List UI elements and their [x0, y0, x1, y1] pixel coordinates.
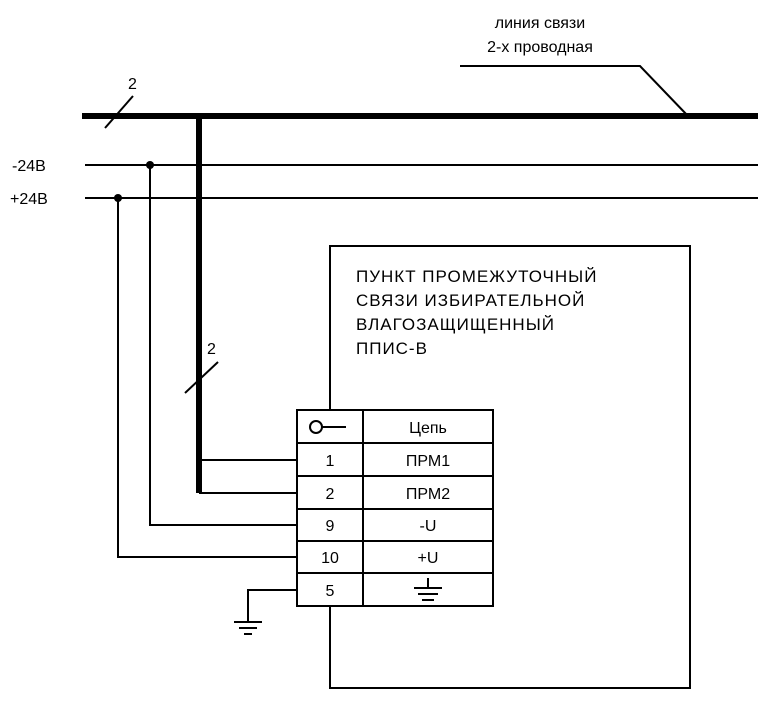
terminal-circuit: ПРМ2 [406, 486, 450, 503]
rail-minus-label: -24В [12, 158, 46, 175]
wire-ground [247, 589, 297, 622]
terminal-pin: 10 [321, 550, 339, 567]
ground-icon [234, 621, 262, 635]
terminal-circuit: ПРМ1 [406, 453, 450, 470]
terminal-symbol-icon [309, 420, 346, 434]
junction-plus [114, 194, 122, 202]
comm-line-label-2: 2-х проводная [487, 39, 593, 56]
comm-line-label-1: линия связи [495, 15, 585, 32]
bus-wire-count: 2 [128, 76, 137, 93]
terminal-pin: 1 [326, 453, 335, 470]
wire-plus-u [117, 198, 297, 558]
wire-minus-u [149, 165, 297, 526]
comm-line-leader [460, 65, 689, 117]
ground-icon [414, 578, 442, 601]
drop-wire-count: 2 [207, 341, 216, 358]
terminal-pin: 5 [326, 583, 335, 600]
drop-wire-count-tick [184, 361, 219, 394]
terminal-circuit: +U [418, 550, 439, 567]
device-title-3: ВЛАГОЗАЩИЩЕННЫЙ [356, 315, 555, 334]
terminal-table: Цепь 1 ПРМ1 2 ПРМ2 9 -U 10 +U 5 [296, 409, 494, 607]
rail-plus-label: +24В [10, 191, 48, 208]
terminal-header: Цепь [409, 420, 447, 437]
bus-wire-count-tick [104, 95, 134, 129]
device-title-1: ПУНКТ ПРОМЕЖУТОЧНЫЙ [356, 267, 597, 286]
device-title-2: СВЯЗИ ИЗБИРАТЕЛЬНОЙ [356, 291, 585, 310]
device-title-4: ППИС-В [356, 339, 428, 358]
junction-minus [146, 161, 154, 169]
terminal-circuit: -U [420, 518, 437, 535]
terminal-pin: 2 [326, 486, 335, 503]
device-enclosure [329, 245, 691, 689]
terminal-pin: 9 [326, 518, 335, 535]
